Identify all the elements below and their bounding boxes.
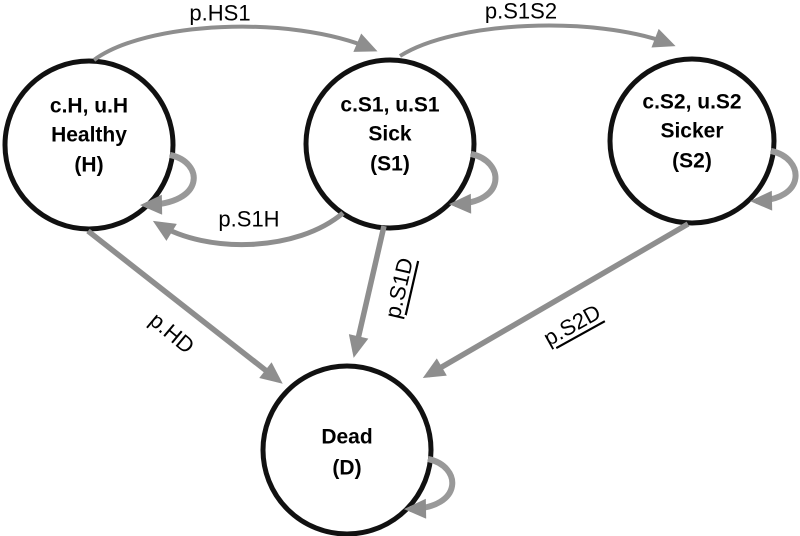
edge-s1-to-d [348, 225, 387, 358]
edge-s1-to-h [152, 211, 345, 248]
self-loop-sick [449, 151, 499, 214]
transition-edges: p.HS1 p.S1S2 p.S1H p.HD p.S1D p.S2D [86, 0, 799, 519]
sick-label-line2: Sick [368, 123, 412, 146]
self-loop-sicker [750, 148, 799, 211]
node-healthy: c.H, u.H Healthy (H) [2, 58, 176, 232]
dead-label-line2: (D) [332, 457, 361, 480]
edge-label-p-s1s2: p.S1S2 [485, 0, 557, 24]
node-sicker: c.S2, u.S2 Sicker (S2) [607, 56, 777, 226]
sick-label-line3: (S1) [370, 153, 410, 176]
edge-h-to-s1 [92, 24, 378, 62]
healthy-label-line3: (H) [74, 154, 103, 177]
edge-s2-to-d [422, 221, 690, 379]
healthy-label-line1: c.H, u.H [50, 95, 128, 118]
sicker-label-line1: c.S2, u.S2 [642, 91, 741, 114]
sick-state-circle [303, 57, 477, 231]
edge-label-p-s1d: p.S1D [380, 255, 418, 320]
node-sick: c.S1, u.S1 Sick (S1) [303, 57, 477, 231]
sick-label-line1: c.S1, u.S1 [340, 94, 440, 117]
healthy-label-line2: Healthy [51, 124, 127, 147]
edge-label-p-hs1: p.HS1 [189, 1, 250, 26]
self-loop-healthy [140, 152, 197, 215]
sicker-label-line2: Sicker [660, 120, 723, 143]
dead-label-line1: Dead [321, 426, 372, 449]
edge-s1-to-s2 [398, 23, 676, 58]
healthy-state-circle [2, 58, 176, 232]
edge-label-p-s1h: p.S1H [218, 207, 279, 232]
sicker-label-line3: (S2) [672, 150, 712, 173]
sicker-state-circle [607, 56, 777, 226]
dead-state-circle [260, 363, 434, 536]
self-loop-dead [404, 456, 456, 519]
edge-h-to-d [86, 228, 283, 384]
node-dead: Dead (D) [260, 363, 434, 536]
